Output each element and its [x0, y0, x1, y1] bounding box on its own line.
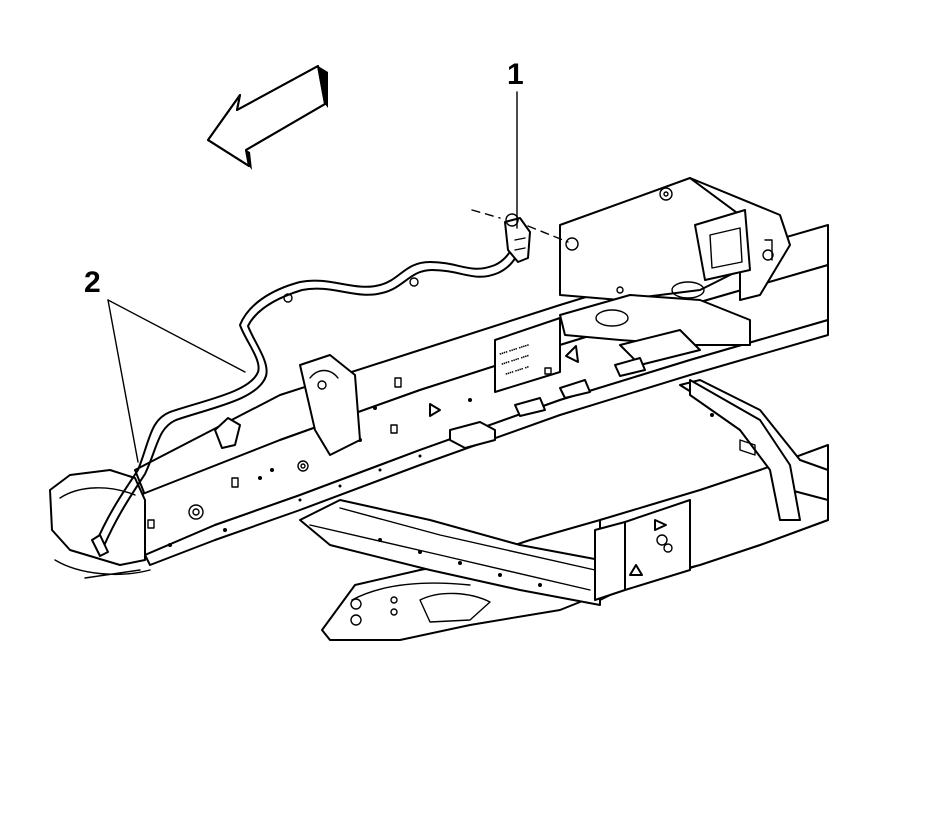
- right-frame-rail: [594, 379, 829, 601]
- ground-outline: [54, 559, 151, 579]
- cross-member: [299, 499, 601, 606]
- callout-1: 1: [507, 58, 524, 91]
- harness-connector: [471, 209, 579, 263]
- leader-line-2b: [107, 299, 139, 463]
- wiring-harness: [91, 237, 525, 557]
- frame-decal: ▪▪▪▪ ▪▪▪▪ ▪▪▪▪▪ ▪▪▪▪ ▪▪▪▪ ▪▪▪▪ ▪▪▪▪ ▪▪▪▪…: [494, 317, 579, 393]
- direction-arrow-icon: [207, 65, 328, 170]
- leader-line-2a: [107, 299, 246, 373]
- callout-2: 2: [84, 266, 101, 299]
- body-mount-bracket: [449, 177, 791, 449]
- callout-leaders: [107, 91, 518, 463]
